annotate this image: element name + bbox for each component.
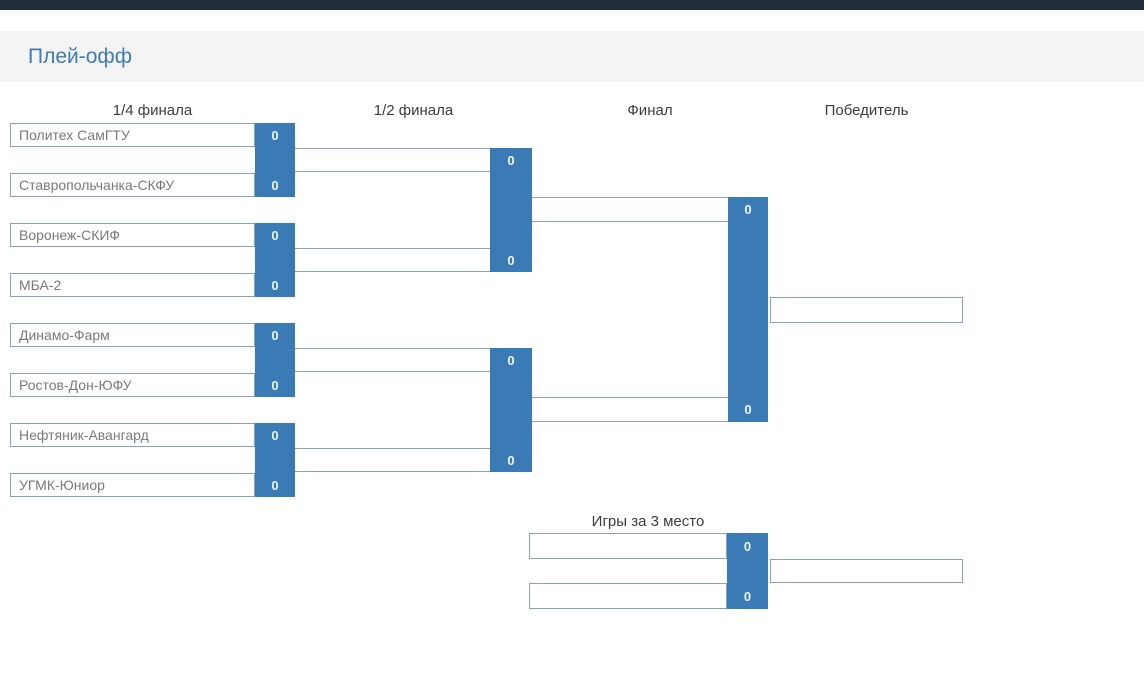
page-title: Плей-офф (28, 44, 132, 68)
sf1-score-b: 0 (507, 252, 515, 268)
third-place-team-a-box (529, 533, 727, 559)
sf2-score-a: 0 (507, 352, 515, 368)
final-score-b: 0 (744, 402, 752, 417)
sf1-team-b-slot (295, 248, 490, 272)
qf2-score-block: 0 0 (255, 223, 295, 297)
qf4-score-block: 0 0 (255, 423, 295, 497)
qf3-team-b-box: Ростов-Дон-ЮФУ (10, 373, 255, 397)
winner-box (770, 297, 963, 323)
sf2-team-a-slot (295, 348, 490, 372)
qf2-score-a: 0 (271, 227, 279, 243)
qf1-team-a-box: Политех СамГТУ (10, 123, 255, 147)
column-header-third-place: Игры за 3 место (591, 513, 705, 530)
sf2-score-b: 0 (507, 452, 515, 468)
third-place-score-a: 0 (743, 538, 752, 554)
qf1-score-b: 0 (271, 177, 279, 193)
qf1-team-b-box: Ставропольчанка-СКФУ (10, 173, 255, 197)
third-place-score-b: 0 (743, 588, 752, 604)
qf4-team-b-box: УГМК-Юниор (10, 473, 255, 497)
qf2-team-a-box: Воронеж-СКИФ (10, 223, 255, 247)
sf1-score-a: 0 (507, 152, 515, 168)
sf1-team-a-slot (295, 148, 490, 172)
qf1-score-a: 0 (271, 127, 279, 143)
column-header-quarterfinals: 1/4 финала (112, 102, 193, 119)
sf2-score-block: 0 0 (490, 348, 532, 472)
column-header-winner: Победитель (824, 102, 909, 119)
final-score-block: 0 0 (728, 197, 768, 422)
qf3-team-a-box: Динамо-Фарм (10, 323, 255, 347)
qf1-score-block: 0 0 (255, 123, 295, 197)
sf1-score-block: 0 0 (490, 148, 532, 272)
qf2-score-b: 0 (271, 277, 279, 293)
final-team-b-slot (532, 397, 728, 422)
column-header-final: Финал (627, 102, 673, 119)
column-header-semifinals: 1/2 финала (373, 102, 454, 119)
qf3-score-b: 0 (271, 377, 279, 393)
final-team-a-slot (532, 197, 728, 222)
third-place-score-block: 0 0 (727, 533, 768, 609)
third-place-team-b-box (529, 583, 727, 609)
qf4-score-b: 0 (271, 477, 279, 493)
top-bar (0, 0, 1144, 10)
final-score-a: 0 (744, 202, 752, 217)
third-place-winner-box (770, 559, 963, 583)
qf4-team-a-box: Нефтяник-Авангард (10, 423, 255, 447)
qf3-score-a: 0 (271, 327, 279, 343)
qf4-score-a: 0 (271, 427, 279, 443)
title-bar: Плей-офф (0, 31, 1144, 82)
sf2-team-b-slot (295, 448, 490, 472)
qf2-team-b-box: МБА-2 (10, 273, 255, 297)
qf3-score-block: 0 0 (255, 323, 295, 397)
